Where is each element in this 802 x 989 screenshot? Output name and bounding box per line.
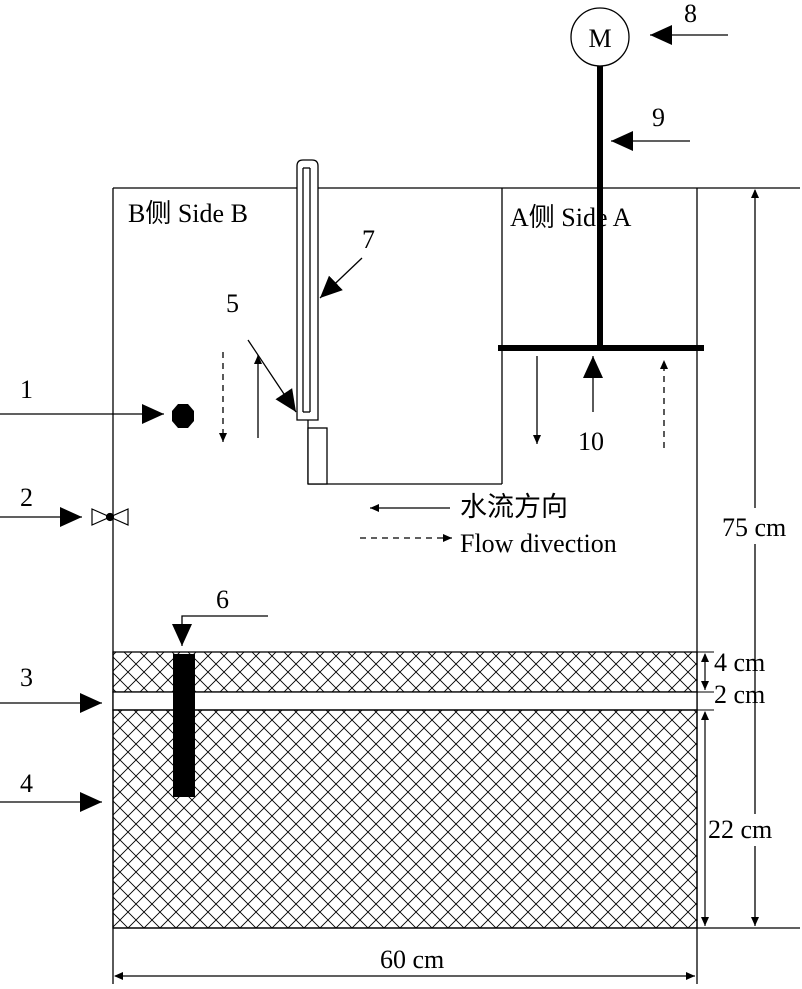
- side-b-label: B侧 Side B: [128, 199, 248, 228]
- dim-layer-bottom-label: 22 cm: [708, 815, 772, 844]
- side-a-label: A侧 Side A: [510, 203, 632, 232]
- callout-3: 3: [20, 663, 33, 692]
- callout-10: 10: [578, 427, 604, 456]
- callout-9: 9: [652, 103, 665, 132]
- legend-flow-zh: 水流方向: [460, 492, 568, 522]
- callout-4: 4: [20, 769, 33, 798]
- dim-height-total-label: 75 cm: [722, 513, 786, 542]
- dim-layer-top-label: 4 cm: [714, 648, 765, 677]
- callout-7: 7: [362, 225, 375, 254]
- middle-plain-layer: [112, 691, 698, 711]
- gate-probe: [296, 159, 319, 421]
- callout-5-arrow: [247, 339, 297, 413]
- motor-assembly: M: [498, 7, 704, 351]
- callout-6-arrow: [172, 615, 268, 646]
- partition-base-block: [307, 427, 328, 485]
- callout-5: 5: [226, 289, 239, 318]
- motor-label: M: [588, 24, 611, 53]
- callout-6: 6: [216, 585, 229, 614]
- partition-channel: [307, 300, 502, 485]
- dim-height-total-bg: [722, 508, 800, 544]
- valve-icon: [91, 508, 129, 526]
- callout-2: 2: [20, 483, 33, 512]
- dim-width-label: 60 cm: [380, 945, 444, 974]
- probe-bar: [173, 654, 195, 797]
- top-hatched-layer: [112, 651, 698, 693]
- sediment-layers: [112, 651, 698, 929]
- callout-1: 1: [20, 375, 33, 404]
- legend-flow-en: Flow divection: [460, 529, 617, 558]
- dim-layer-mid-label: 2 cm: [714, 680, 765, 709]
- nozzle-icon: [172, 404, 194, 428]
- callout-8: 8: [684, 0, 697, 28]
- bottom-hatched-layer: [112, 709, 698, 929]
- callout-7-arrow: [319, 257, 363, 299]
